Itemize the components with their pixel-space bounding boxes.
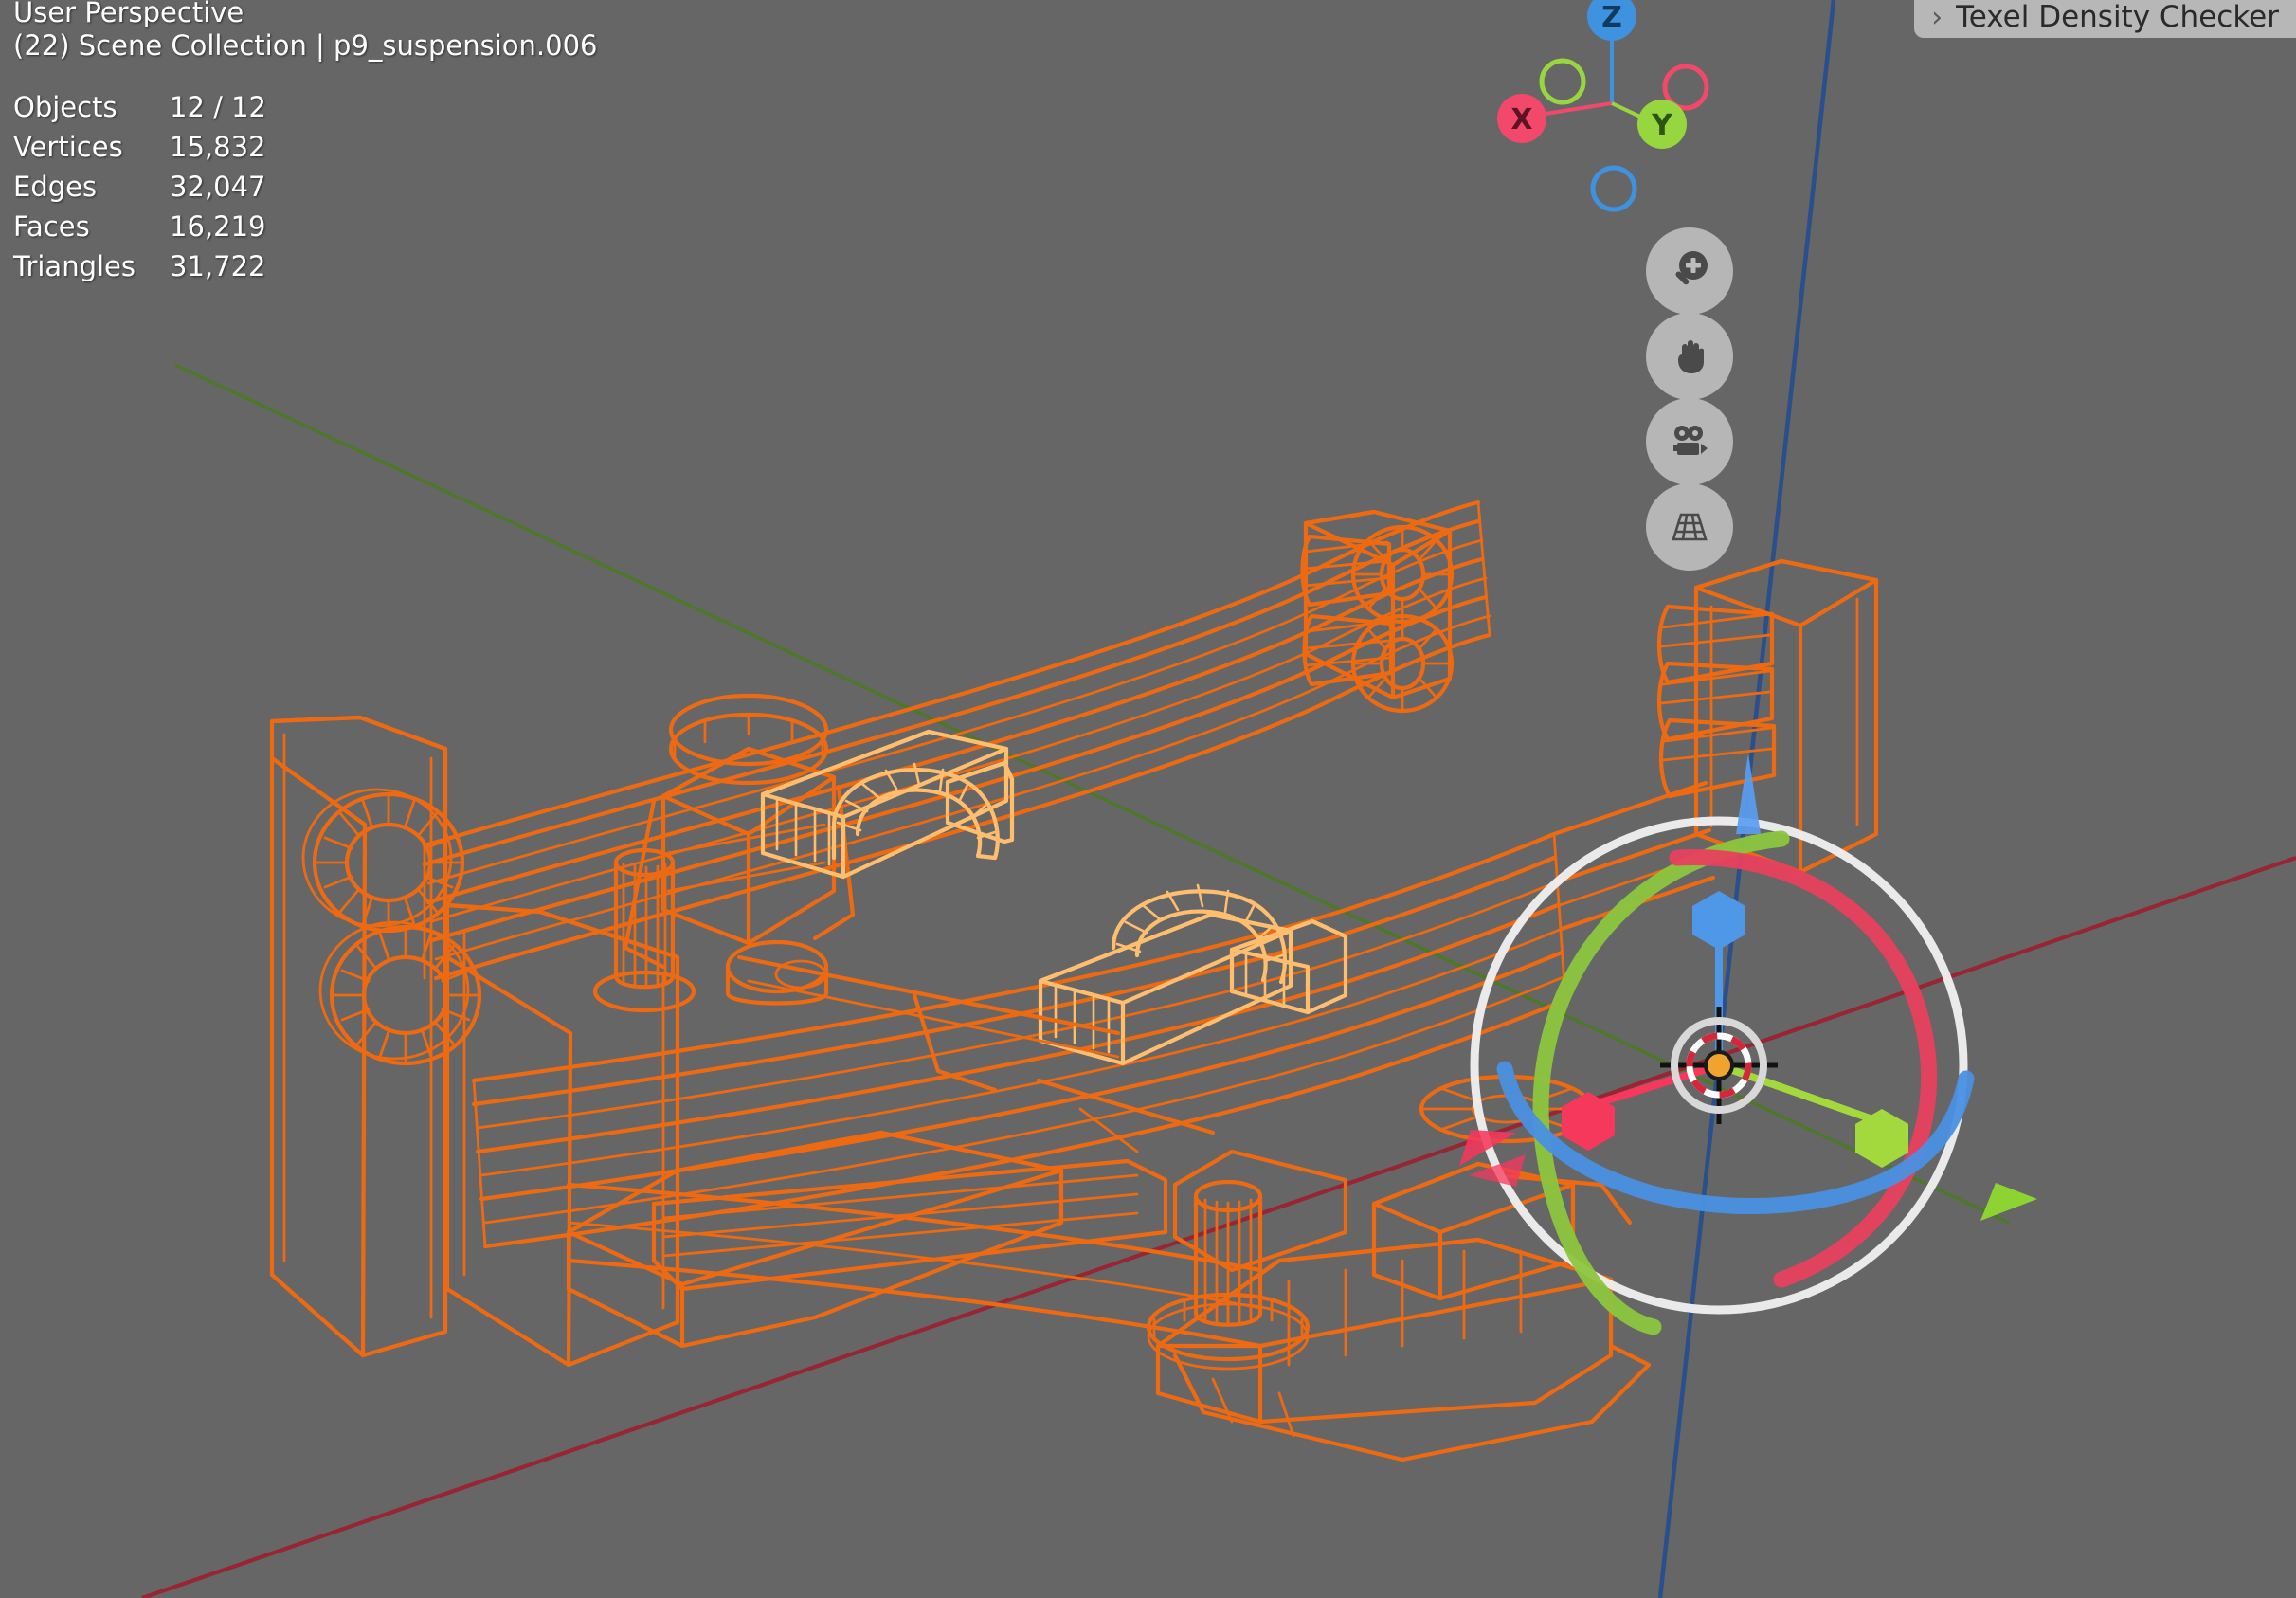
gizmo-ball-y[interactable] xyxy=(1637,100,1687,149)
active-spring-pad-middle-right xyxy=(1229,918,1348,1015)
frame-rails-detail xyxy=(736,954,1633,1226)
x-axis-line xyxy=(141,856,2296,1598)
cursor-3d xyxy=(1660,1007,1778,1124)
gizmo-label-y: Y xyxy=(1651,109,1673,142)
active-spring-pad-upper xyxy=(760,729,1009,880)
left-lower-control-box xyxy=(444,902,680,1368)
sidebar-tab-texel-density-checker[interactable]: › Texel Density Checker xyxy=(1914,0,2296,38)
move-view-button[interactable] xyxy=(1646,313,1733,400)
zoom-view-button[interactable] xyxy=(1646,227,1733,315)
gizmo-ball-x[interactable] xyxy=(1497,94,1546,143)
chevron-right-icon: › xyxy=(1931,1,1943,34)
left-hanger-bracket xyxy=(269,715,448,1358)
left-spring-eye-upper xyxy=(301,788,465,934)
gizmo-z-rotation-arc xyxy=(1496,1061,1975,1215)
camera-icon xyxy=(1673,426,1708,455)
toggle-perspective-button[interactable] xyxy=(1646,483,1733,571)
perspective-grid-icon xyxy=(1672,513,1708,541)
gizmo-x-axis-line xyxy=(1590,1062,1721,1109)
gizmo-z-handle[interactable] xyxy=(1692,891,1745,950)
gizmo-y-handle[interactable] xyxy=(1855,1109,1908,1168)
viewport-navigation-buttons[interactable] xyxy=(1646,227,1737,571)
gizmo-view-ring xyxy=(1470,816,1968,1315)
gizmo-stem-x xyxy=(1532,101,1613,118)
gizmo-ball-neg-z[interactable] xyxy=(1590,165,1637,212)
lower-trailing-arm xyxy=(566,1130,1064,1349)
hand-icon xyxy=(1678,340,1704,373)
gizmo-ball-neg-x[interactable] xyxy=(1662,64,1709,111)
suspension-model-wireframe xyxy=(269,499,1879,1462)
transform-rotate-gizmo[interactable] xyxy=(1470,816,1975,1335)
y-axis-arrowhead xyxy=(1980,1183,2037,1221)
lower-right-arm xyxy=(1172,1343,1652,1462)
axle-housing-bottom xyxy=(1155,1149,1614,1425)
x-axis-arrowhead xyxy=(1459,1130,1516,1166)
gizmo-label-z: Z xyxy=(1601,1,1622,34)
left-vertical-pin xyxy=(592,847,696,1013)
gizmo-ball-neg-y[interactable] xyxy=(1539,58,1586,105)
gizmo-ball-z[interactable] xyxy=(1587,0,1636,41)
x-axis-arrowhead-neg xyxy=(1469,1154,1526,1187)
y-axis-line xyxy=(174,363,2010,1225)
sidebar-tab-label: Texel Density Checker xyxy=(1956,0,2279,34)
gizmo-label-x: X xyxy=(1510,103,1532,136)
axle-tube xyxy=(651,1158,1168,1292)
gizmo-x-handle[interactable] xyxy=(1562,1092,1615,1151)
navigation-axis-gizmo[interactable]: Z X Y xyxy=(1476,0,1723,227)
axis-direction-arrows xyxy=(1459,754,2037,1221)
gizmo-x-rotation-arc xyxy=(1669,849,1938,1288)
active-spring-pad-upper-right xyxy=(945,760,1015,844)
gizmo-y-rotation-arc xyxy=(1532,830,1790,1335)
leaf-spring-pack-upper xyxy=(422,499,1492,981)
upper-right-hanger-bracket xyxy=(1300,509,1455,714)
z-axis-arrowhead xyxy=(1736,754,1761,834)
toggle-camera-view-button[interactable] xyxy=(1646,398,1733,485)
magnifier-plus-icon xyxy=(1675,251,1708,285)
center-pin-cylinder xyxy=(1146,1179,1311,1371)
